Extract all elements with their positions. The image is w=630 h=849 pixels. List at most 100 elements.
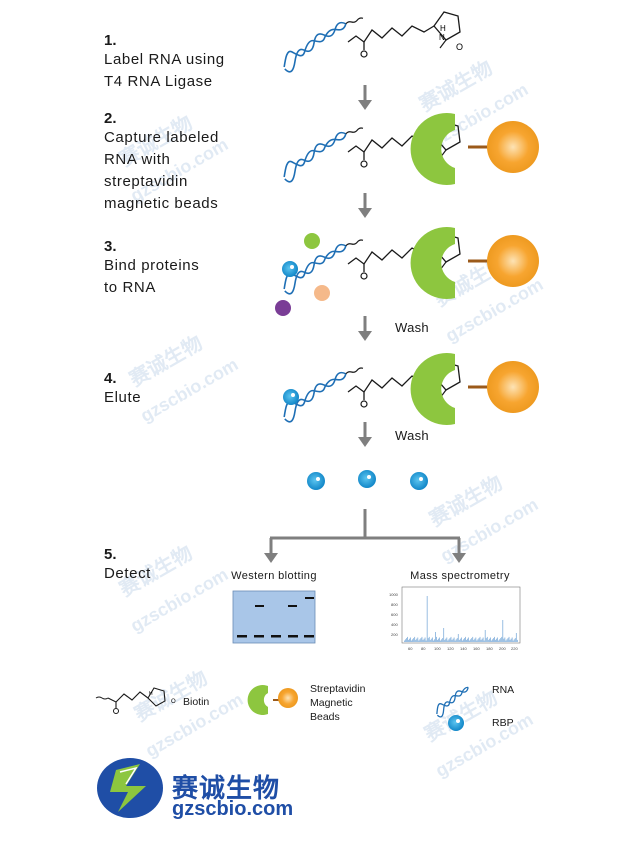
ms-peak — [481, 638, 483, 642]
step-number: 4. — [104, 370, 117, 387]
ms-peak — [435, 632, 436, 642]
ms-peak — [457, 634, 459, 642]
protein-green — [304, 233, 320, 249]
ms-peak — [496, 638, 497, 642]
ms-peak — [464, 638, 465, 642]
ms-peak — [448, 639, 450, 642]
ms-peak — [490, 637, 491, 642]
ms-peak — [428, 636, 430, 642]
ms-x-tick: 160 — [473, 646, 480, 651]
ms-peak — [426, 596, 428, 642]
step-number: 2. — [104, 110, 117, 127]
ring-h-label: H — [440, 24, 446, 33]
protein-purple — [275, 300, 291, 316]
ms-peak — [413, 638, 415, 642]
ms-peak — [494, 636, 495, 642]
ms-peak — [449, 638, 451, 642]
ms-peak — [434, 639, 435, 642]
ms-peak — [411, 640, 412, 642]
mass-spec-chart: 1000 800 600 400 200 60 80 100 120 140 1… — [389, 586, 521, 651]
ms-peak — [461, 637, 462, 642]
ms-peak — [439, 637, 440, 642]
ms-peak — [515, 633, 517, 642]
ms-peak — [424, 637, 426, 642]
rbp-icon — [282, 261, 298, 277]
ms-peak — [452, 638, 454, 642]
ring-o-label: O — [456, 42, 463, 52]
step-number: 1. — [104, 32, 117, 49]
ms-peak — [499, 639, 501, 642]
ms-peak — [444, 639, 446, 642]
ms-peak — [446, 637, 448, 642]
ms-peak — [442, 638, 444, 642]
streptavidin-icon — [410, 226, 455, 300]
ms-peak — [429, 639, 431, 642]
ms-peak — [483, 640, 485, 642]
logo-icon — [97, 758, 163, 818]
rbp-icon — [307, 472, 325, 490]
ms-peak — [437, 639, 438, 642]
ms-peak — [415, 639, 417, 642]
branch-arrow — [264, 509, 466, 563]
ms-x-tick: 220 — [511, 646, 518, 651]
ms-peak — [495, 639, 496, 642]
ms-peak — [451, 639, 453, 642]
ms-peak — [455, 639, 457, 642]
logo-name: 赛诚生物 — [172, 773, 281, 803]
ms-peak — [417, 637, 419, 642]
ms-peak — [480, 639, 482, 642]
legend-rna-label: RNA — [492, 684, 515, 696]
ms-peak — [433, 640, 434, 642]
ms-peak — [463, 639, 464, 642]
ms-peak — [470, 639, 472, 642]
ms-peak — [477, 639, 479, 642]
ms-peak — [425, 640, 427, 642]
western-title: Western blotting — [231, 570, 317, 582]
ms-x-tick: 180 — [486, 646, 493, 651]
western-blot — [232, 590, 316, 644]
ms-peak — [482, 637, 484, 642]
ms-peak — [459, 638, 461, 642]
ms-peak — [510, 638, 512, 642]
ms-peak — [478, 638, 480, 642]
legend-beads-label: Streptavidin Magnetic Beads — [310, 682, 365, 724]
step-line: Label RNA using — [104, 51, 225, 68]
ms-peak — [473, 639, 475, 642]
ms-peak — [421, 636, 423, 642]
ms-peak — [511, 637, 513, 642]
down-arrow — [358, 85, 372, 110]
legend-beads-line: Streptavidin — [310, 683, 366, 695]
streptavidin-icon — [410, 113, 455, 185]
streptavidin-icon — [410, 353, 455, 425]
ms-peak — [414, 636, 416, 642]
magnetic-bead-icon — [487, 235, 539, 287]
legend-biotin-icon — [95, 687, 166, 714]
ms-y-tick: 200 — [391, 632, 398, 637]
step-1: 1. Label RNA using T4 RNA Ligase — [104, 32, 225, 93]
ms-x-tick: 200 — [499, 646, 506, 651]
ms-peak — [423, 638, 425, 642]
ms-x-tick: 60 — [408, 646, 413, 651]
magnetic-bead-icon — [487, 361, 539, 413]
legend-rbp-label: RBP — [492, 717, 514, 729]
rbp-icon — [283, 389, 299, 405]
step-line: T4 RNA Ligase — [104, 73, 213, 90]
ms-y-tick: 1000 — [389, 592, 399, 597]
ms-peak — [491, 640, 492, 642]
ms-peak — [443, 628, 445, 642]
legend-bead-icon — [278, 688, 298, 708]
ms-peak — [507, 638, 509, 642]
logo-url: gzscbio.com — [172, 798, 294, 820]
down-arrow — [358, 193, 372, 218]
ms-peak — [493, 638, 494, 642]
legend-beads-line: Magnetic — [310, 697, 353, 709]
rbp-highlight — [291, 393, 295, 397]
ms-peak — [410, 637, 411, 642]
ms-peak — [503, 638, 505, 642]
ms-y-tick: 800 — [391, 602, 398, 607]
ms-peak — [458, 639, 460, 642]
legend-biotin-label: Biotin — [183, 696, 210, 708]
ms-peak — [453, 637, 455, 642]
ms-peak — [500, 638, 502, 642]
ms-peak — [474, 638, 476, 642]
